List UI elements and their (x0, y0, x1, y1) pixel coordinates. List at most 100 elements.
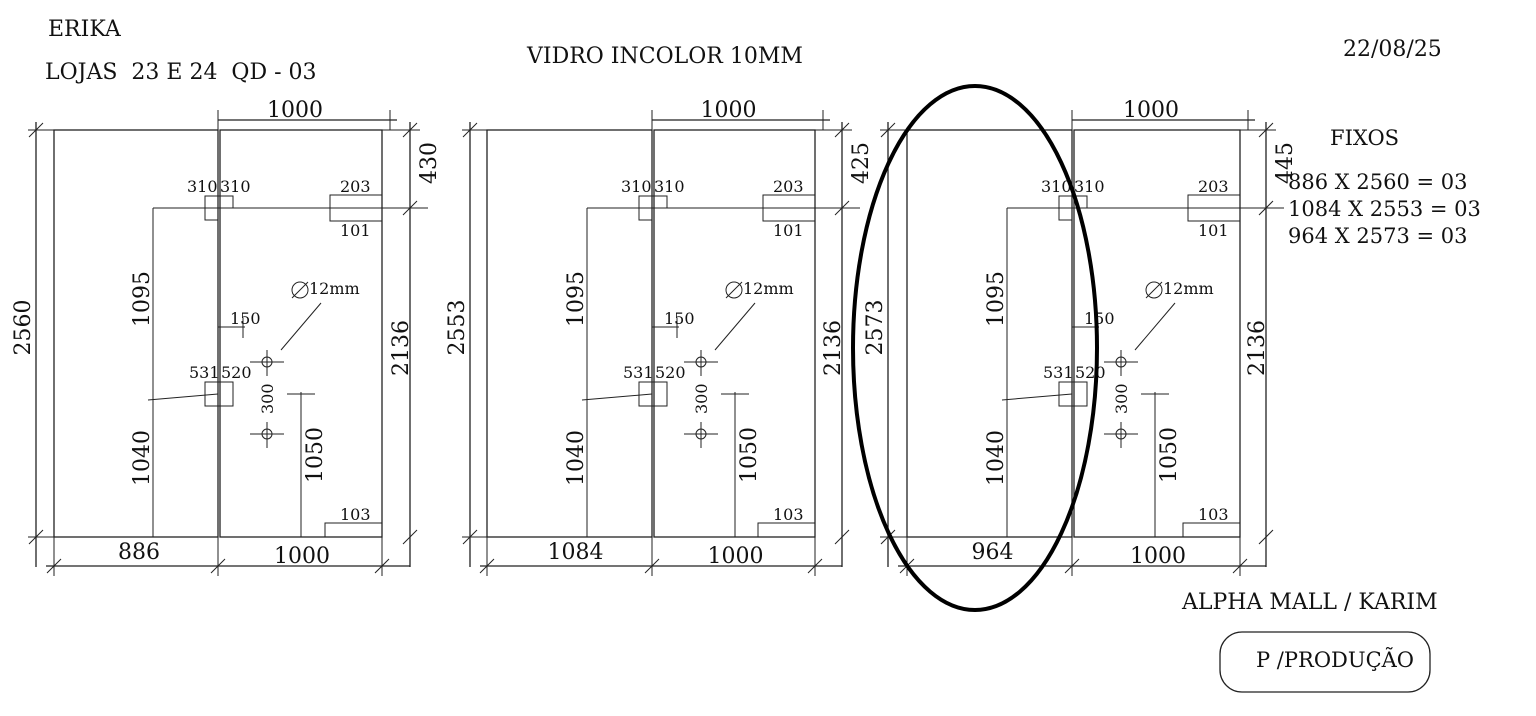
mid-hinge-line (1001, 393, 1073, 401)
dim-tick (210, 558, 226, 574)
dim-tick (402, 529, 418, 545)
handle-spacing-label: 300 (692, 383, 711, 414)
production-stamp: P /PRODUÇÃO (1256, 648, 1414, 672)
diameter-slash (291, 281, 309, 299)
upper-height-label: 1095 (564, 271, 589, 327)
fixed-glass (486, 129, 653, 538)
hinge-top-right-label: 310 (1074, 177, 1105, 196)
lock-box (762, 194, 816, 222)
legend-line-1: 886 X 2560 = 03 (1288, 170, 1468, 194)
dim-tick (374, 558, 390, 574)
fixed-width-label: 1084 (548, 540, 604, 565)
bottom-fitting-label: 103 (1198, 505, 1229, 524)
client-name: ERIKA (48, 17, 122, 42)
production-stamp-box (1219, 631, 1431, 693)
date-text: 22/08/25 (1343, 37, 1442, 62)
lock-box (329, 194, 383, 222)
handle-spacing-label: 300 (258, 383, 277, 414)
diameter-symbol (291, 281, 309, 299)
dim-tick (1258, 200, 1274, 216)
handle-offset-label: 150 (664, 309, 695, 328)
dim-tick (462, 122, 478, 138)
fixed-glass (53, 129, 219, 538)
door-height-label: 2136 (821, 320, 846, 376)
upper-height-label: 1095 (984, 271, 1009, 327)
dim-tick (28, 122, 44, 138)
door-width-label: 1000 (708, 544, 764, 569)
handle-height-label: 1050 (303, 427, 328, 483)
top-gap-label: 425 (849, 142, 874, 184)
total-height-label: 2573 (863, 300, 888, 356)
lock-bottom-label: 101 (1198, 221, 1229, 240)
dim-tick (1258, 122, 1274, 138)
hinge-mid-right-label: 520 (1075, 363, 1106, 382)
dim-tick (644, 558, 660, 574)
total-height-label: 2560 (11, 300, 36, 356)
bottom-fitting-label: 103 (773, 505, 804, 524)
dim-tick (402, 122, 418, 138)
dim-tick (462, 529, 478, 545)
top-hinge-box (651, 195, 668, 209)
handle-spacing-label: 300 (1112, 383, 1131, 414)
dim-tick (807, 558, 823, 574)
dim-tick (1232, 558, 1248, 574)
dim-tick (880, 529, 896, 545)
lower-height-label: 1040 (984, 430, 1009, 486)
mid-hinge-line (581, 393, 653, 401)
fixed-width-label: 964 (972, 540, 1014, 565)
hinge-top-left-label: 310 (187, 177, 218, 196)
hinge-mid-right-label: 520 (655, 363, 686, 382)
diameter-symbol (1145, 281, 1163, 299)
mid-hinge-line (147, 393, 219, 401)
top-gap-label: 445 (1273, 142, 1298, 184)
mid-hinge-box (204, 381, 234, 407)
hole-diameter-label: 12mm (743, 279, 794, 298)
door-height-label: 2136 (1245, 320, 1270, 376)
project-name: ALPHA MALL / KARIM (1181, 590, 1438, 615)
dim-tick (402, 200, 418, 216)
door-height-label: 2136 (389, 320, 414, 376)
bottom-fitting (757, 522, 815, 537)
hinge-top-right-label: 310 (220, 177, 251, 196)
dim-tick (1258, 529, 1274, 545)
lock-top-label: 203 (340, 177, 371, 196)
upper-height-label: 1095 (130, 271, 155, 327)
diameter-symbol (725, 281, 743, 299)
diameter-slash (1145, 281, 1163, 299)
lower-height-label: 1040 (130, 430, 155, 486)
lock-box (1187, 194, 1241, 222)
lower-height-label: 1040 (564, 430, 589, 486)
door-top-width-label: 1000 (701, 98, 757, 123)
diameter-slash (725, 281, 743, 299)
mid-hinge-box (638, 381, 668, 407)
total-height-label: 2553 (445, 300, 470, 356)
fixed-glass (906, 129, 1073, 538)
hole-leader (280, 302, 322, 351)
handle-height-label: 1050 (737, 427, 762, 483)
top-gap-label: 430 (417, 142, 442, 184)
lock-bottom-label: 101 (773, 221, 804, 240)
hinge-mid-left-label: 531 (623, 363, 654, 382)
bottom-fitting-label: 103 (340, 505, 371, 524)
dim-tick (479, 558, 495, 574)
door-width-label: 1000 (1130, 544, 1186, 569)
fixed-width-label: 886 (118, 540, 160, 565)
door-width-label: 1000 (274, 544, 330, 569)
legend-title: FIXOS (1330, 126, 1399, 150)
mid-hinge-box (1058, 381, 1088, 407)
highlight-ellipse (851, 84, 1099, 612)
top-hinge-box (217, 195, 234, 209)
lock-top-label: 203 (773, 177, 804, 196)
dim-tick (28, 529, 44, 545)
bottom-fitting (1182, 522, 1240, 537)
dim-tick (834, 122, 850, 138)
hole-leader (1134, 302, 1176, 351)
location-text: LOJAS 23 E 24 QD - 03 (45, 60, 317, 85)
hinge-top-right-label: 310 (654, 177, 685, 196)
door-top-width-label: 1000 (267, 98, 323, 123)
hinge-mid-left-label: 531 (189, 363, 220, 382)
